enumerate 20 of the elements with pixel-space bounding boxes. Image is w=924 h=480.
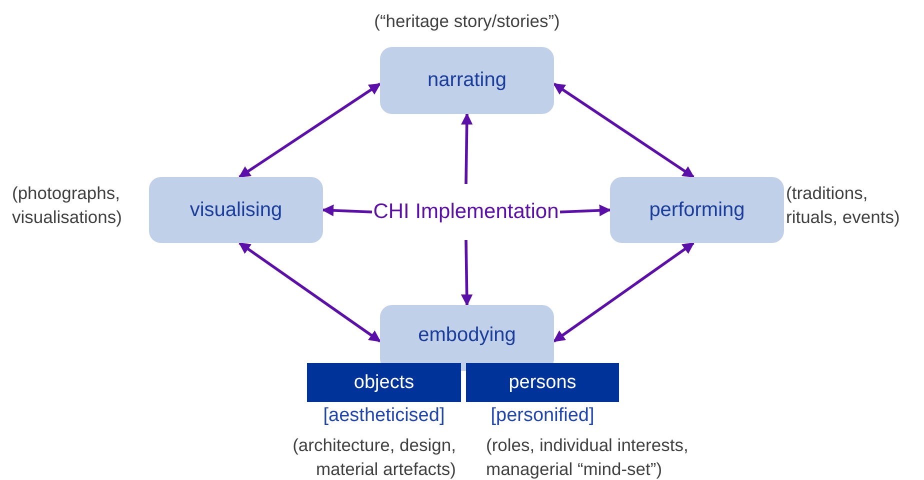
center-label: CHI Implementation: [372, 184, 560, 240]
arrow: [553, 242, 694, 342]
node-note: (architecture, design, material artefacts): [292, 434, 456, 480]
arrow: [460, 240, 473, 306]
arrow: [238, 242, 381, 342]
node-note: (“heritage story/stories”): [373, 10, 561, 33]
node-note: (traditions, rituals, events): [786, 182, 901, 229]
node-note: (photographs, visualisations): [12, 182, 123, 229]
process-box: narrating: [380, 47, 554, 114]
category-box: objects: [307, 363, 461, 402]
process-box: performing: [610, 177, 784, 243]
process-box: visualising: [149, 177, 323, 243]
arrow: [553, 82, 694, 178]
node-note: (roles, individual interests, managerial “mind-set”): [486, 434, 690, 480]
category-box: persons: [466, 363, 619, 402]
arrow: [322, 204, 372, 216]
arrow: [460, 112, 473, 184]
category-qualifier: [personified]: [490, 404, 596, 428]
category-qualifier: [aestheticised]: [322, 404, 446, 428]
arrow: [560, 204, 612, 216]
